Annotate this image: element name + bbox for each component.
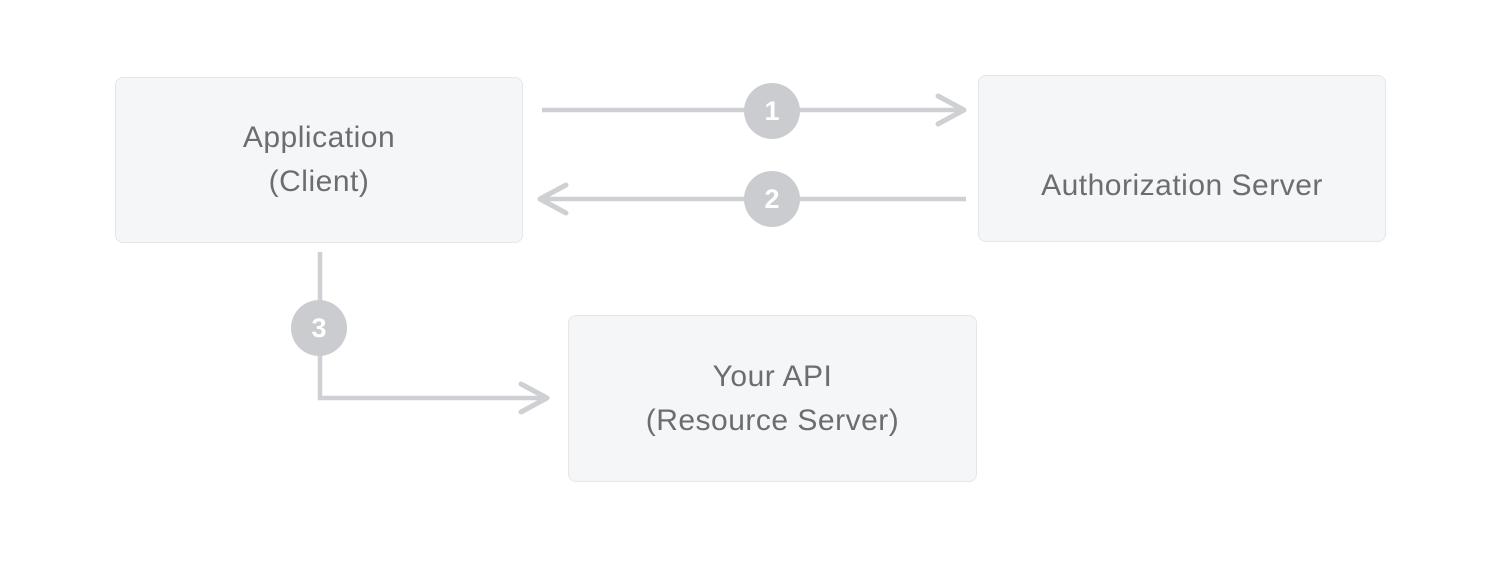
step-badge-2-number: 2 — [764, 183, 780, 214]
node-your-api-label-line1: Your API — [712, 359, 833, 393]
node-authorization-server: Authorization Server — [978, 75, 1386, 242]
node-application-client: Application (Client) — [115, 77, 523, 243]
node-application-label-line1: Application — [242, 121, 396, 154]
arrow-step-3 — [317, 252, 550, 415]
step-badge-1: 1 — [744, 83, 800, 139]
node-your-api-resource-server: Your API (Resource Server) — [568, 315, 977, 482]
node-your-api-label-line2: (Resource Server) — [645, 403, 900, 437]
step-badge-1-number: 1 — [764, 95, 780, 126]
node-authorization-server-label: Authorization Server — [1041, 169, 1323, 202]
step-badge-2: 2 — [744, 171, 800, 227]
node-application-label-line2: (Client) — [268, 165, 370, 198]
step-badge-3: 3 — [291, 300, 347, 356]
step-badge-3-number: 3 — [311, 312, 327, 343]
